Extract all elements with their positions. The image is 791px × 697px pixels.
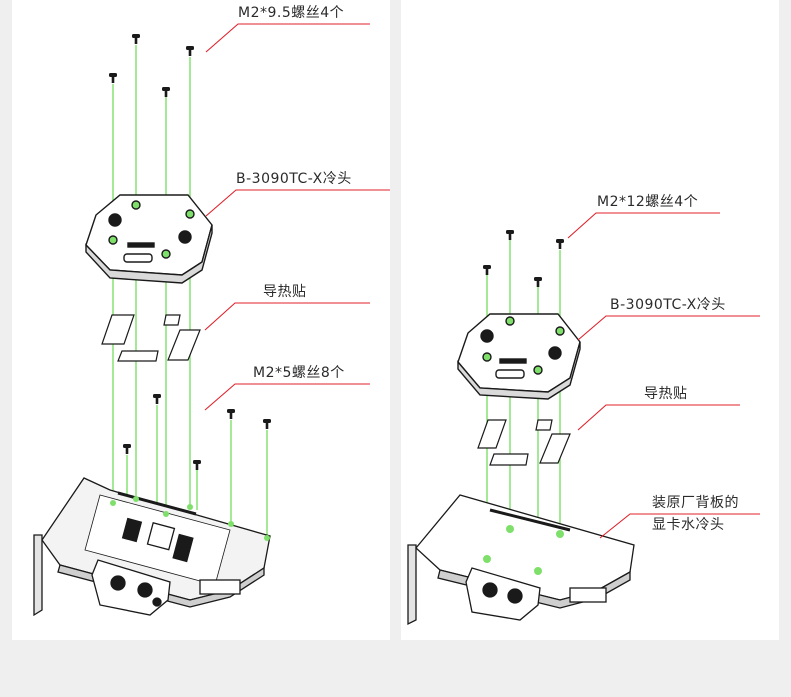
left-gpu-card-front [33,477,271,617]
left-leader-lines [204,23,390,411]
left-guide-lines [112,45,268,540]
callout-left-bottom-screws: M2*5螺丝8个 [253,365,345,381]
callout-right-backplate-line2: 显卡水冷头 [652,517,725,533]
left-waterblock-b3090tcx [85,194,213,284]
right-waterblock-b3090tcx [457,313,581,400]
left-m2-5-screws [123,394,271,470]
right-thermal-pads [477,419,571,466]
callout-right-top-screws: M2*12螺丝4个 [597,194,699,210]
right-leader-lines [567,212,760,539]
left-m2-9-5-screws [109,34,194,97]
right-m2-12-screws [483,230,564,287]
right-gpu-card-backplate [407,494,635,626]
callout-right-backplate-line1: 装原厂背板的 [652,495,739,511]
callout-left-thermal-pad: 导热贴 [263,284,307,300]
callout-right-thermal-pad: 导热贴 [644,386,688,402]
callout-left-waterblock: B-3090TC-X冷头 [236,171,352,187]
callout-right-waterblock: B-3090TC-X冷头 [610,297,726,313]
left-thermal-pads [101,314,201,362]
callout-left-top-screws: M2*9.5螺丝4个 [238,5,345,21]
